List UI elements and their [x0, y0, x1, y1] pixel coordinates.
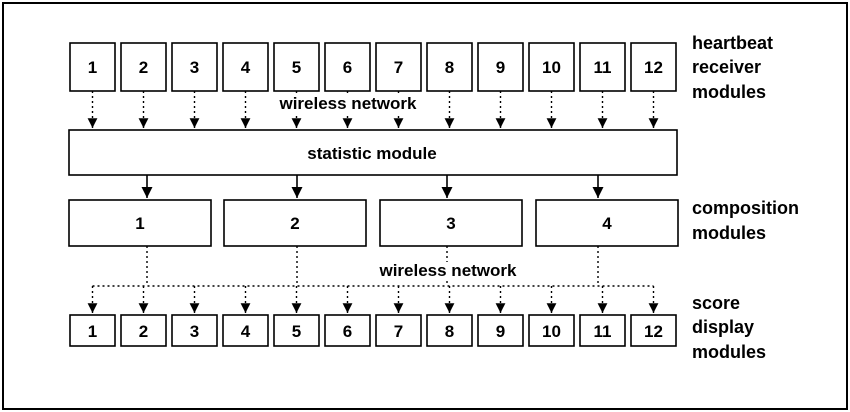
display-module-label: 7 — [394, 322, 403, 341]
display-module-box — [630, 314, 677, 347]
receiver-module-box — [171, 42, 218, 92]
statistic-module-box — [68, 129, 678, 176]
display-module-label: 5 — [292, 322, 301, 341]
wireless-network-label-bottom: wireless network — [378, 261, 517, 280]
composition-caption-line-2: modules — [692, 223, 766, 243]
receiver-module-label: 12 — [644, 58, 663, 77]
display-module-box — [222, 314, 269, 347]
composition-caption-line-1: composition — [692, 198, 799, 218]
display-module-box — [426, 314, 473, 347]
receiver-module-box — [630, 42, 677, 92]
receiver-module-label: 9 — [496, 58, 505, 77]
receiver-module-box — [222, 42, 269, 92]
composition-module-label: 2 — [290, 214, 299, 233]
wireless-network-label-top: wireless network — [278, 94, 417, 113]
receiver-module-label: 8 — [445, 58, 454, 77]
receiver-caption-line-3: modules — [692, 82, 766, 102]
display-module-label: 10 — [542, 322, 561, 341]
receiver-module-box — [579, 42, 626, 92]
display-module-label: 4 — [241, 322, 251, 341]
receiver-module-label: 10 — [542, 58, 561, 77]
receiver-module-label: 7 — [394, 58, 403, 77]
composition-module-box — [379, 199, 523, 247]
receiver-module-label: 3 — [190, 58, 199, 77]
network-label-bg-top — [266, 95, 430, 113]
composition-module-label: 1 — [135, 214, 144, 233]
display-module-label: 1 — [88, 322, 97, 341]
display-module-box — [579, 314, 626, 347]
composition-module-box — [223, 199, 367, 247]
display-module-label: 12 — [644, 322, 663, 341]
receiver-module-box — [477, 42, 524, 92]
display-module-box — [477, 314, 524, 347]
receiver-module-box — [375, 42, 422, 92]
display-module-label: 8 — [445, 322, 454, 341]
receiver-module-label: 2 — [139, 58, 148, 77]
display-caption-line-3: modules — [692, 342, 766, 362]
display-module-box — [528, 314, 575, 347]
receiver-module-label: 4 — [241, 58, 251, 77]
composition-module-label: 3 — [446, 214, 455, 233]
receiver-module-label: 5 — [292, 58, 301, 77]
display-module-box — [120, 314, 167, 347]
statistic-module-label: statistic module — [307, 144, 436, 163]
network-label-bg-bottom — [366, 262, 530, 280]
display-module-box — [69, 314, 116, 347]
receiver-module-box — [324, 42, 371, 92]
display-module-label: 2 — [139, 322, 148, 341]
display-module-label: 9 — [496, 322, 505, 341]
receiver-module-label: 11 — [594, 58, 612, 77]
display-module-label: 11 — [594, 322, 612, 341]
composition-module-box — [68, 199, 212, 247]
display-module-box — [324, 314, 371, 347]
display-module-box — [171, 314, 218, 347]
receiver-caption-line-1: heartbeat — [692, 33, 773, 53]
receiver-module-label: 6 — [343, 58, 352, 77]
receiver-module-label: 1 — [88, 58, 97, 77]
display-module-label: 3 — [190, 322, 199, 341]
display-caption-line-2: display — [692, 317, 754, 337]
composition-module-label: 4 — [602, 214, 612, 233]
receiver-module-box — [426, 42, 473, 92]
display-module-box — [273, 314, 320, 347]
receiver-caption-line-2: receiver — [692, 57, 761, 77]
display-caption-line-1: score — [692, 293, 740, 313]
composition-module-box — [535, 199, 679, 247]
display-module-label: 6 — [343, 322, 352, 341]
display-module-box — [375, 314, 422, 347]
